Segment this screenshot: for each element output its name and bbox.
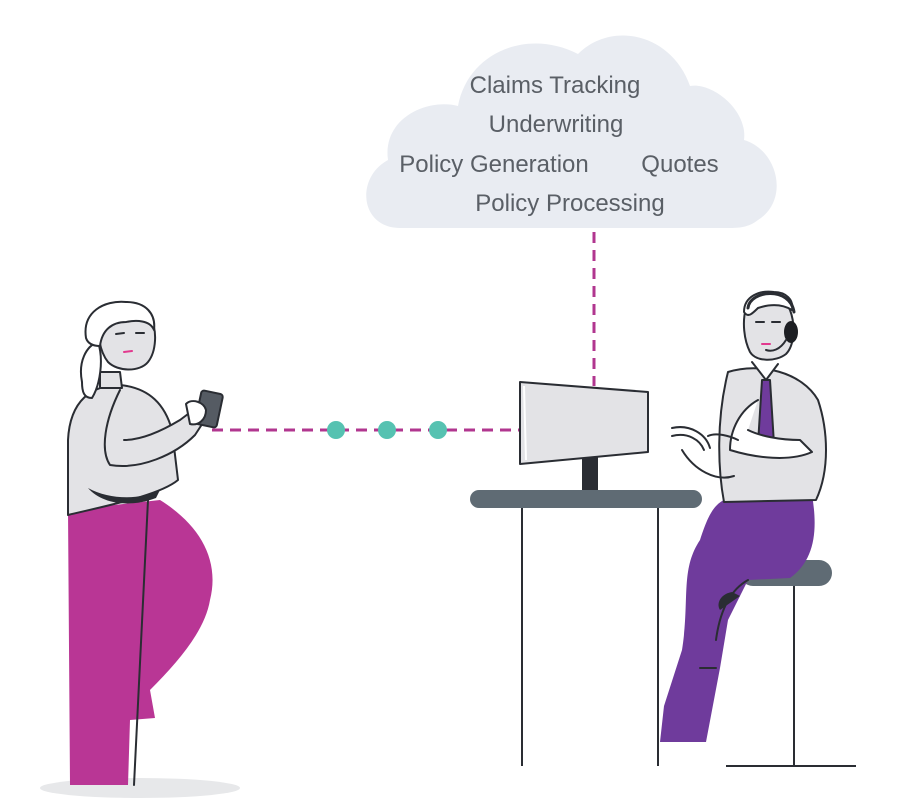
- woman-with-phone-icon: [67, 300, 224, 786]
- service-underwriting: Underwriting: [489, 111, 624, 138]
- support-agent-headset-icon: [660, 290, 827, 742]
- monitor-icon: [519, 381, 649, 490]
- link-dot: [378, 421, 396, 439]
- service-claims-tracking: Claims Tracking: [470, 72, 641, 99]
- service-policy-processing: Policy Processing: [475, 190, 664, 217]
- service-policy-generation: Policy Generation: [399, 151, 588, 178]
- service-quotes: Quotes: [641, 151, 718, 178]
- stool-icon: [726, 560, 856, 767]
- link-dot: [429, 421, 447, 439]
- link-dot: [327, 421, 345, 439]
- desk-icon: [470, 490, 702, 766]
- cloud-icon: [366, 35, 777, 229]
